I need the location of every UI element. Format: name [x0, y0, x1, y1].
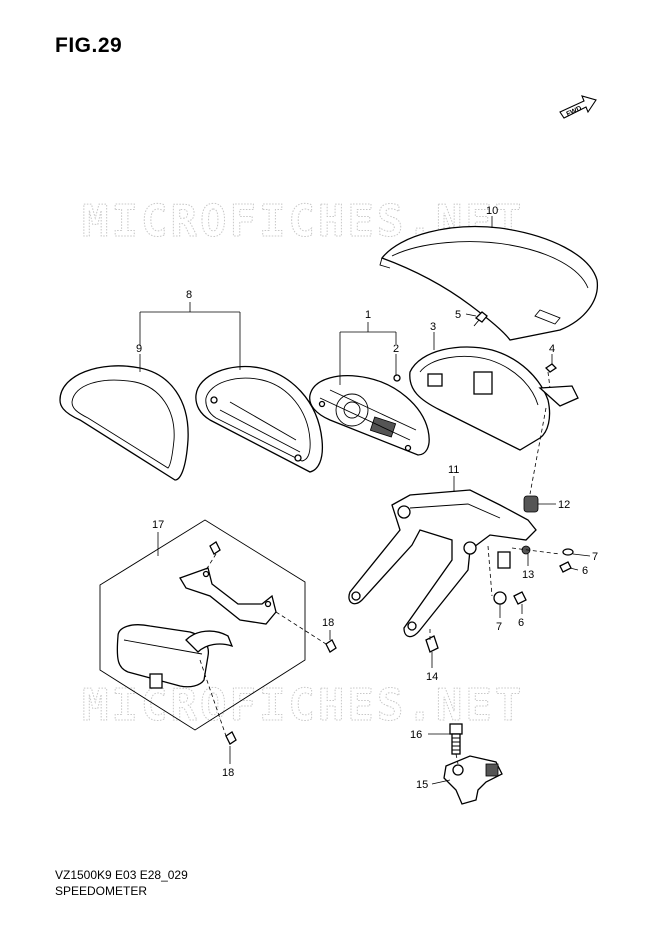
- rear-case-part: [409, 346, 579, 451]
- washer-7b-part: [493, 591, 507, 605]
- screw-4-part: [544, 363, 558, 373]
- gauge-housing-part: [195, 365, 324, 473]
- callout-2: 2: [393, 343, 399, 355]
- bolt-6a-part: [559, 561, 572, 573]
- bolt-16-part: [449, 723, 463, 755]
- fwd-label: FWD: [566, 105, 583, 118]
- lens-frame-part: [59, 365, 189, 481]
- grommet-12-part: [523, 495, 539, 513]
- callout-7b: 7: [496, 621, 502, 633]
- washer-7a-part: [562, 548, 574, 556]
- fwd-arrow-icon: FWD: [559, 95, 597, 119]
- bolt-14-part: [425, 635, 439, 653]
- screw-17-top-part: [209, 541, 221, 555]
- screw-18b-part: [225, 731, 237, 745]
- watermark-bottom: MICROFICHES.NET: [82, 680, 524, 731]
- callout-18a: 18: [322, 617, 334, 629]
- speed-sensor-part: [443, 755, 503, 805]
- screw-2-part: [393, 374, 401, 382]
- callout-12: 12: [558, 499, 570, 511]
- callout-1: 1: [365, 309, 371, 321]
- model-code: VZ1500K9 E03 E28_029: [55, 868, 188, 882]
- tachometer-assembly-box: [99, 519, 306, 731]
- screw-18a-part: [325, 639, 337, 653]
- callout-11: 11: [448, 464, 459, 476]
- leader-lines: [139, 216, 591, 785]
- screw-5-part: [473, 311, 488, 327]
- figure-name: SPEEDOMETER: [55, 884, 148, 898]
- tachometer-bracket-part: [179, 567, 277, 625]
- figure-title: FIG.29: [55, 34, 123, 57]
- callout-6b: 6: [518, 617, 524, 629]
- callout-6a: 6: [582, 565, 588, 577]
- mounting-bracket-part: [348, 489, 537, 638]
- callout-4: 4: [549, 343, 555, 355]
- tachometer-unit-part: [116, 624, 234, 689]
- callout-15: 15: [416, 779, 428, 791]
- callout-5: 5: [455, 309, 461, 321]
- callout-3: 3: [430, 321, 436, 333]
- callout-17: 17: [152, 519, 164, 531]
- callout-8: 8: [186, 289, 192, 301]
- callout-13: 13: [522, 569, 534, 581]
- callout-10: 10: [486, 205, 498, 217]
- callout-18b: 18: [222, 767, 234, 779]
- callout-7a: 7: [592, 551, 598, 563]
- visor-cover-part: [379, 225, 598, 341]
- gauge-unit-part: [309, 375, 430, 456]
- callout-9: 9: [136, 343, 142, 355]
- bolt-6b-part: [513, 591, 527, 605]
- callout-14: 14: [426, 671, 438, 683]
- callout-16: 16: [410, 729, 422, 741]
